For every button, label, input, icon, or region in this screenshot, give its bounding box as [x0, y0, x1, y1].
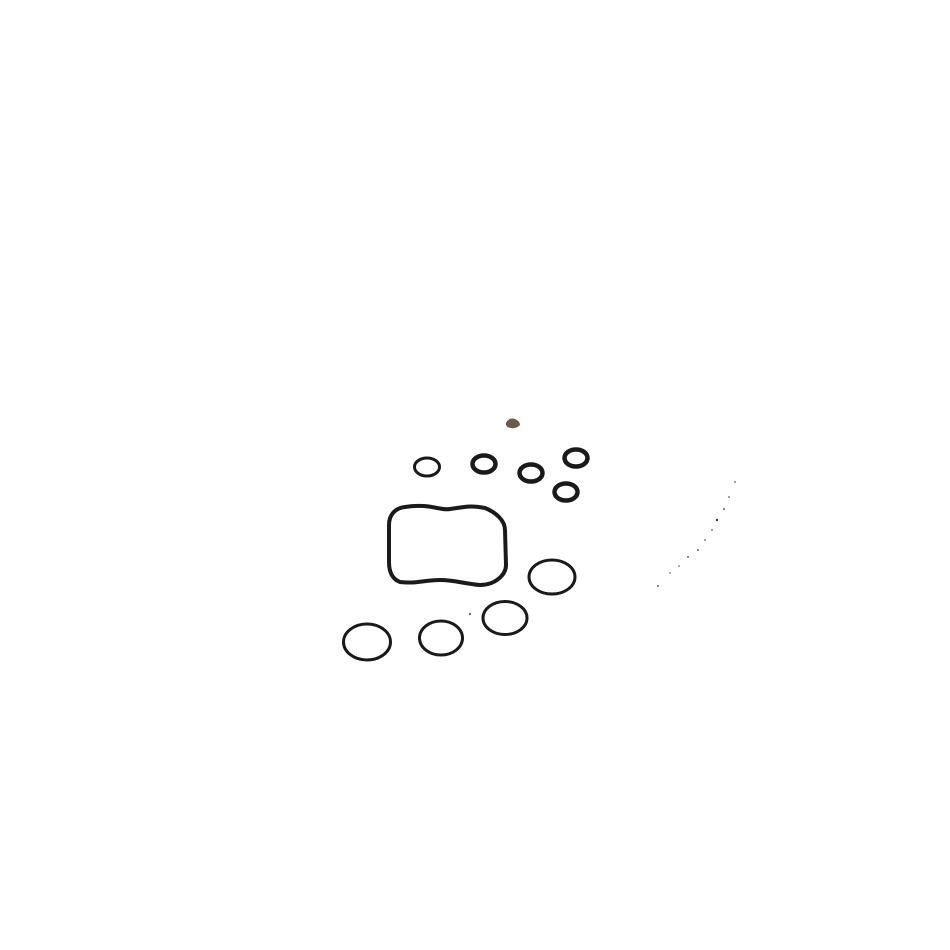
rectangular-gasket — [387, 503, 509, 588]
medium-o-ring — [418, 619, 464, 657]
small-o-ring-thick — [517, 462, 545, 484]
pebble — [505, 418, 520, 429]
small-o-ring-thick — [470, 453, 498, 475]
medium-o-ring — [342, 622, 392, 662]
small-o-ring-thick — [552, 481, 580, 503]
medium-o-ring — [481, 600, 529, 636]
medium-o-ring — [527, 558, 577, 596]
small-o-ring-thick — [562, 447, 590, 469]
small-o-ring — [413, 456, 441, 478]
debris-specks — [469, 481, 736, 615]
